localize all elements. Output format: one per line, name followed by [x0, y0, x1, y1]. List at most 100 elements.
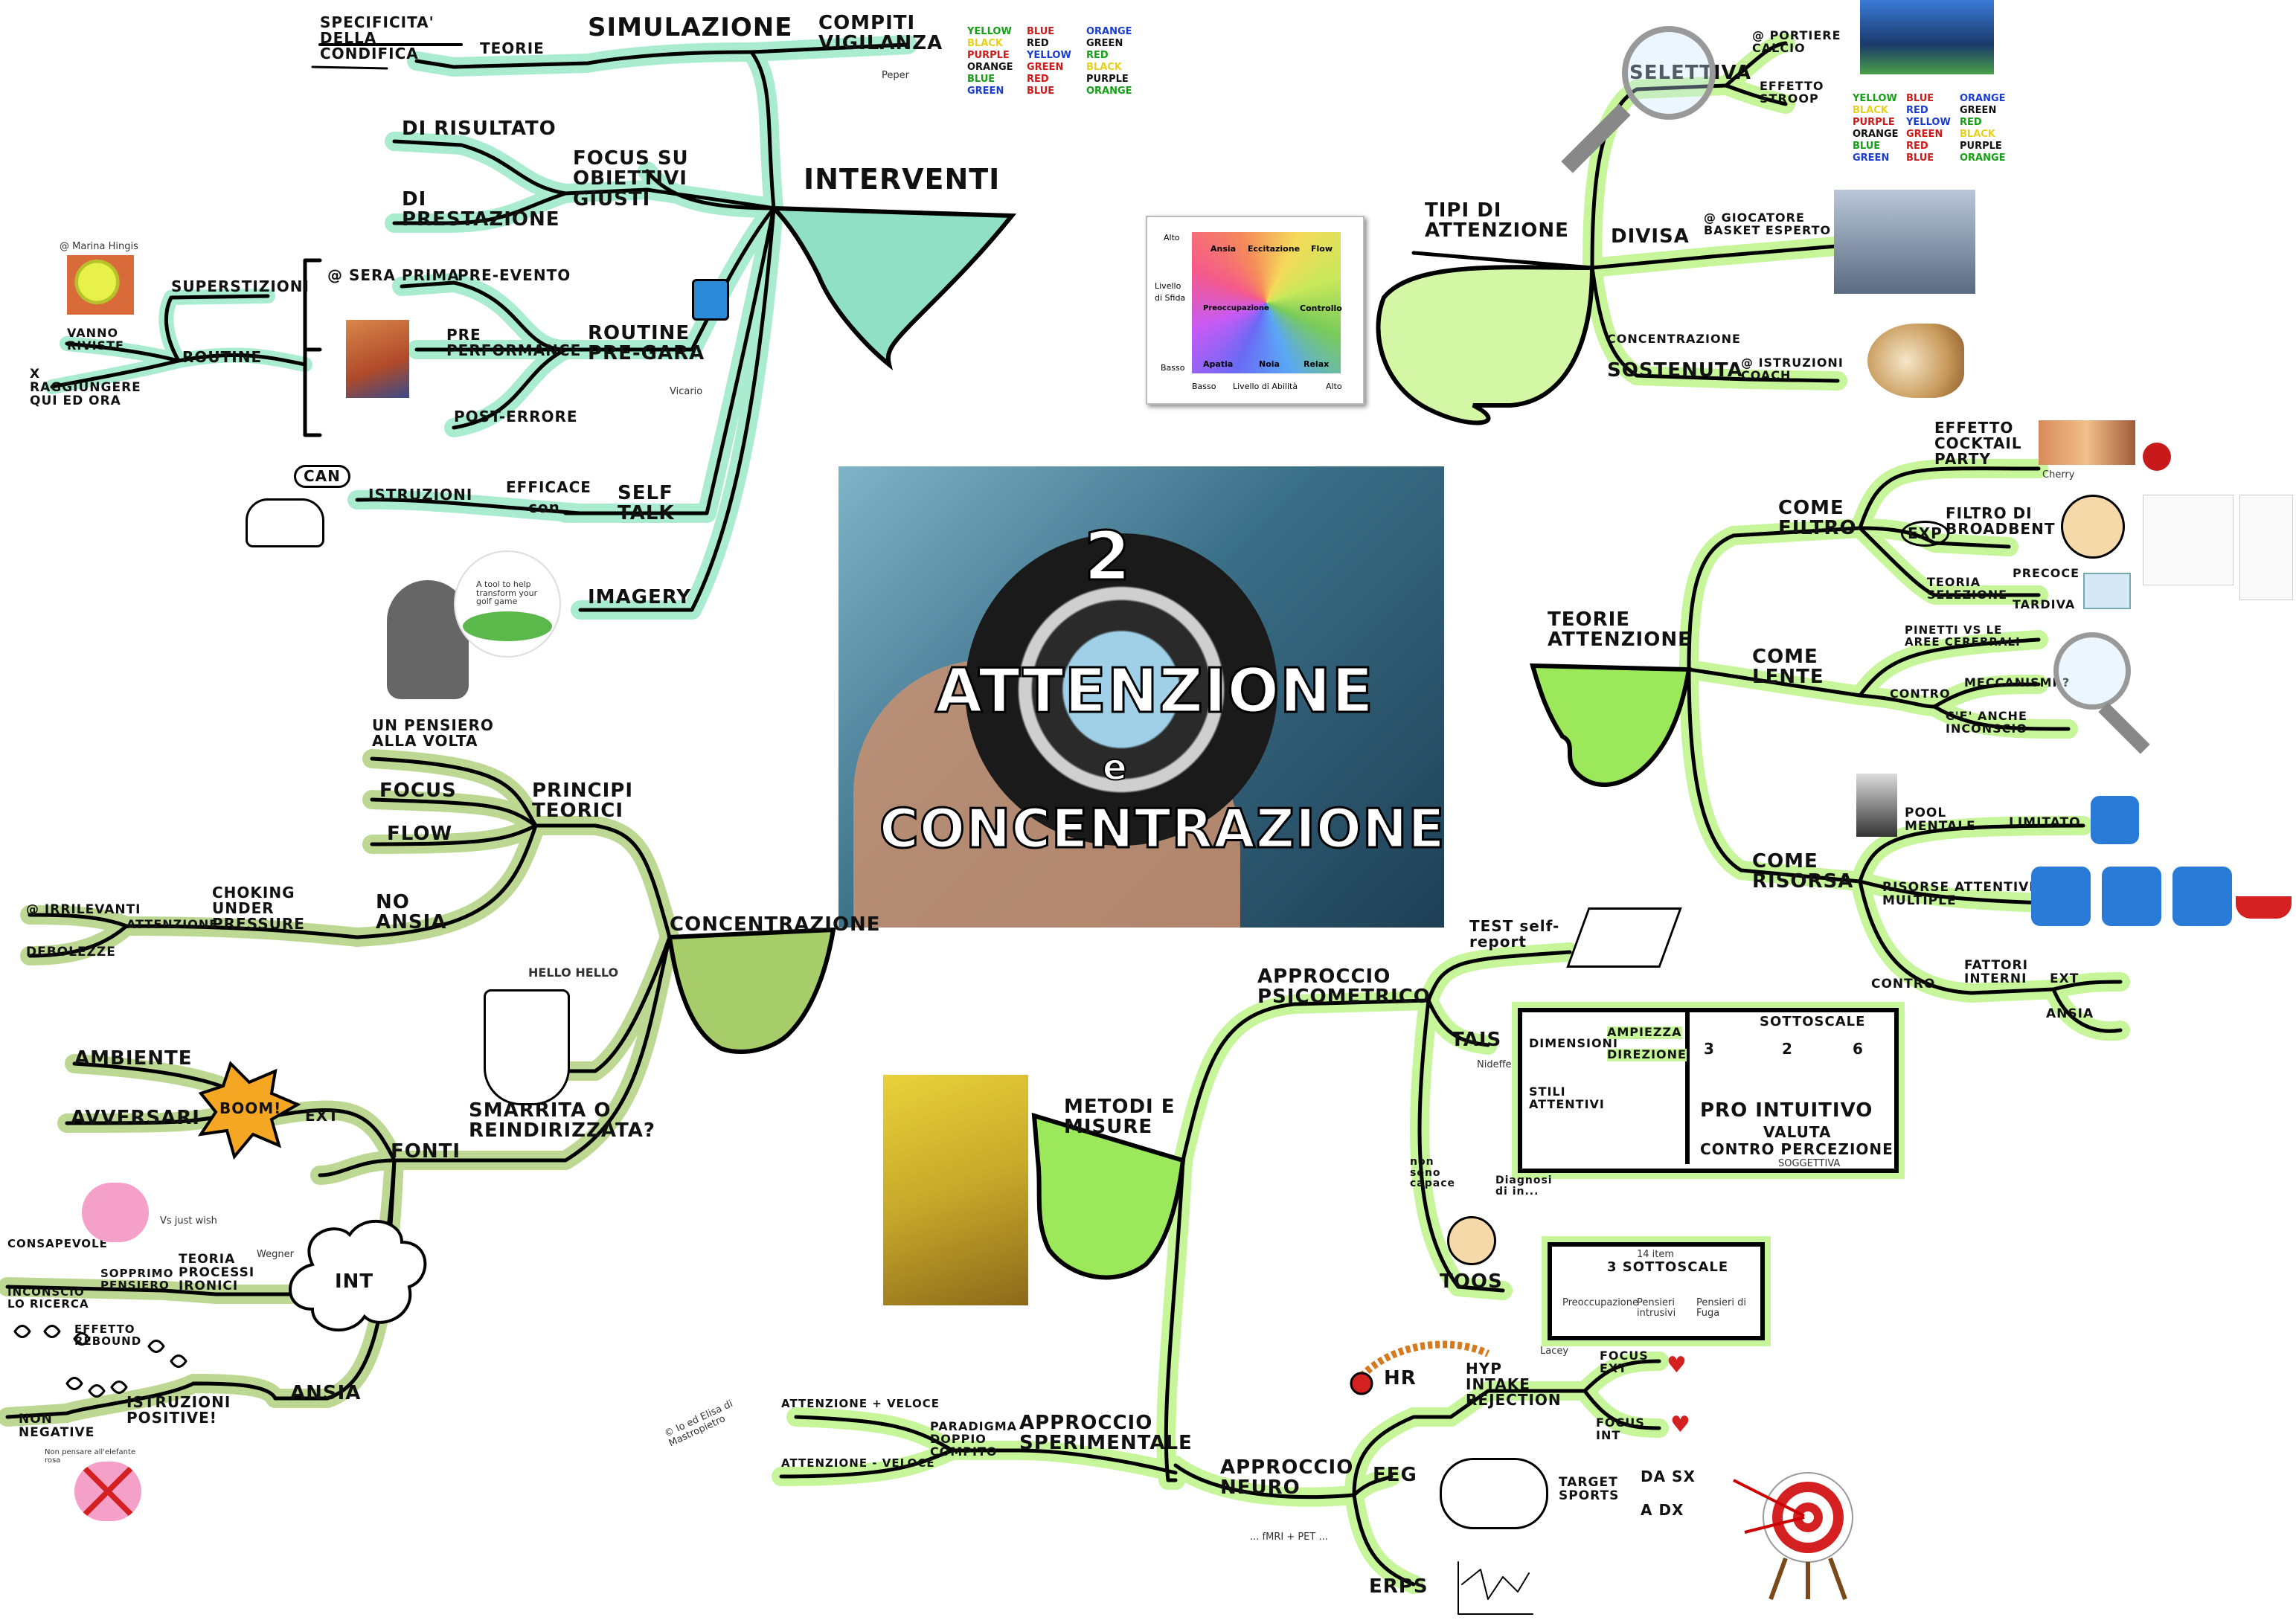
device-icon — [692, 279, 729, 321]
portiere: @ PORTIERE CALCIO — [1752, 28, 1841, 55]
tais-box — [1518, 1008, 1899, 1173]
lens-shape — [965, 533, 1277, 846]
contro-percezione: CONTRO PERCEZIONE — [1700, 1140, 1893, 1158]
stroop-word: PURPLE — [1853, 117, 1895, 128]
raggiungere: x RAGGIUNGERE QUI ed ORA — [30, 367, 141, 408]
focus-obiettivi: FOCUS su OBIETTIVI GIUSTI — [573, 147, 689, 210]
istruzioni: ISTRUZIONI — [368, 486, 473, 504]
eeg: EEG — [1373, 1464, 1417, 1486]
int-conc: INT — [335, 1270, 374, 1293]
stroop-word: PURPLE — [967, 50, 1010, 61]
flow-sector-5: Noia — [1259, 359, 1280, 369]
exp: EXP — [1901, 521, 1949, 547]
routine-label: ROUTINE — [182, 348, 263, 366]
sottoscale: SOTTOSCALE — [1760, 1014, 1866, 1029]
neuro: APPROCCIO NEURO — [1220, 1456, 1354, 1500]
tipi-hub: TIPI di ATTENZIONE — [1425, 199, 1569, 242]
stroop-word: RED — [1086, 50, 1109, 61]
flow-y-low: Basso — [1161, 363, 1185, 373]
focus-conc: FOCUS — [379, 780, 457, 802]
att-veloce: ATTENZIONE + VELOCE — [781, 1397, 940, 1410]
flow-chart: Alto Livello di Sfida Basso Basso Livell… — [1146, 216, 1365, 405]
teorie-interventi: TEORIE — [480, 39, 545, 57]
pink-elephant-icon — [82, 1183, 149, 1242]
principi-teorici: PRINCIPI TEORICI — [532, 780, 633, 823]
precoce-icon — [2083, 573, 2131, 609]
flow-x-high: Alto — [1326, 382, 1342, 391]
toqs-sub1: Preoccupazione — [1562, 1297, 1639, 1308]
stroop-word: BLACK — [1853, 105, 1888, 116]
center-title-line1: ATTENZIONE — [934, 656, 1375, 727]
int-thought-bubble — [289, 1220, 427, 1331]
soggettiva: SOGGETTIVA — [1778, 1158, 1841, 1169]
ampiezza: AMPIEZZA — [1607, 1025, 1682, 1039]
target-sports: TARGET SPORTS — [1559, 1475, 1620, 1503]
stroop-word: RED — [1027, 38, 1049, 49]
headphone-face-doodle — [2061, 495, 2125, 559]
concentrazione-branches — [0, 749, 836, 1427]
simulazione: SIMULAZIONE — [588, 13, 793, 42]
goalkeeper-photo — [1860, 0, 1994, 74]
hr: HR — [1384, 1367, 1417, 1389]
teorie-funnel — [1529, 663, 1692, 787]
meccanismi: MECCANISMI ? — [1964, 675, 2071, 690]
limitato: LIMITATO — [2009, 815, 2081, 830]
rebound: EFFETTO REBOUND — [74, 1322, 142, 1348]
stroop-word: BLUE — [1027, 26, 1055, 37]
center-title-line2: e — [1102, 747, 1128, 788]
boom: BOOM! — [219, 1099, 282, 1117]
fattori-interni: FATTORI INTERNI — [1964, 958, 2028, 986]
filtro-broadbent: FILTRO di BROADBENT — [1946, 504, 2056, 538]
stroop-word: BLACK — [1960, 129, 1995, 140]
golf-green — [463, 611, 552, 641]
stroop-word: GREEN — [1960, 105, 1997, 116]
funnel-head-doodle — [484, 989, 570, 1105]
peper: Peper — [882, 70, 909, 81]
sottoscale-2: 2 — [1782, 1040, 1793, 1058]
heart-int: ♥ — [1670, 1412, 1691, 1438]
sera-prima: @ SERA PRIMA — [327, 266, 460, 284]
specificita: SPECIFICITA' della CONDIFICA — [320, 13, 434, 62]
metodi-hub: METODI e MISURE — [1064, 1096, 1176, 1139]
tank-multiple-2 — [2102, 867, 2161, 926]
center-number: 2 — [1083, 518, 1132, 596]
di-risultato: di RISULTATO — [402, 118, 557, 140]
stroop-word: GREEN — [1027, 62, 1064, 73]
flow-sector-7: Preoccupazione — [1203, 304, 1269, 312]
flow-sector-1: Eccitazione — [1248, 244, 1301, 254]
self-talk: SELF TALK — [618, 482, 675, 525]
ambiente: AMBIENTE — [74, 1047, 193, 1070]
erps: ERPS — [1369, 1575, 1428, 1598]
stroop-word: GREEN — [967, 86, 1004, 97]
stroop-word: BLACK — [967, 38, 1003, 49]
pro-intuitivo: PRO INTUITIVO — [1700, 1099, 1873, 1122]
flow-x-label: Livello di Abilità — [1233, 382, 1298, 391]
stroop-word: PURPLE — [1960, 141, 2002, 152]
concentrazione-tipi: CONCENTRAZIONE — [1607, 332, 1741, 346]
istruzioni-positive: ISTRUZIONI POSITIVE! — [126, 1393, 231, 1427]
dimensioni: DIMENSIONI — [1529, 1036, 1618, 1050]
choking: CHOKING under PRESSURE — [212, 884, 305, 933]
dartboard-target — [1733, 1472, 1853, 1601]
stroop-word: YELLOW — [967, 26, 1012, 37]
stroop-word: ORANGE — [1853, 129, 1899, 140]
nideffer: Nideffer — [1477, 1059, 1516, 1070]
valuta: VALUTA — [1763, 1123, 1832, 1141]
flow-sector-2: Flow — [1311, 244, 1333, 254]
pool-mentale: POOL MENTALE — [1905, 806, 1976, 834]
flow-sector-3: Controllo — [1300, 303, 1342, 313]
interventi-funnel — [768, 205, 1017, 370]
toqs: TOQS — [1440, 1270, 1503, 1293]
stroop-word: RED — [1906, 105, 1928, 116]
stroop-word: BLUE — [1906, 152, 1934, 164]
come-lente: COME LENTE — [1752, 646, 1824, 689]
inconscio-conc: INCONSCIO lo RICERCA — [7, 1285, 89, 1311]
superstizioni: SUPERSTIZIONI — [171, 277, 310, 295]
golf-head-image: A tool to help transform your golf game — [387, 550, 561, 699]
ext-teorie: EXT — [2050, 971, 2079, 986]
sottoscale-6: 6 — [1853, 1040, 1864, 1058]
ship-icon — [2236, 896, 2292, 919]
center-image: 2 ATTENZIONE e CONCENTRAZIONE — [838, 466, 1444, 928]
